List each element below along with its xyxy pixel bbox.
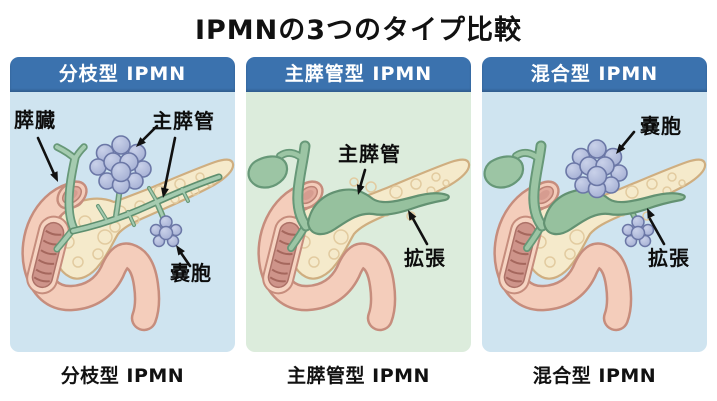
panel-main-duct-header: 主膵管型 IPMN <box>246 57 471 92</box>
panel-main-duct-illustration: 主膵管 拡張 <box>246 92 471 352</box>
caption-branch-type: 分枝型 IPMN <box>60 365 185 387</box>
duodenum-mucosa-window <box>26 215 70 295</box>
panel-branch-illustration: 膵臓 主膵管 嚢胞 <box>10 92 235 352</box>
panel-mixed-header: 混合型 IPMN <box>482 57 707 92</box>
captions-row: 分枝型 IPMN 主膵管型 IPMN 混合型 IPMN <box>10 361 707 388</box>
gallbladder <box>247 155 289 189</box>
label-dilation: 拡張 <box>648 246 690 270</box>
label-pancreas: 膵臓 <box>14 108 56 132</box>
duodenum <box>21 180 161 332</box>
pancreas-diagram-mixed <box>483 130 707 332</box>
pancreas-diagram-main-duct <box>247 140 471 332</box>
caption-main-duct-type: 主膵管型 IPMN <box>287 365 430 387</box>
panel-branch-header: 分枝型 IPMN <box>10 57 235 92</box>
cyst-cluster-small <box>621 215 655 248</box>
duodenum-mucosa-window <box>262 215 306 295</box>
page-title: IPMNの3つのタイプ比較 <box>194 15 523 46</box>
bile-duct <box>512 140 548 252</box>
label-cyst: 嚢胞 <box>170 261 212 285</box>
caption-mixed-type: 混合型 IPMN <box>532 365 657 387</box>
cyst-cluster-large <box>565 139 628 199</box>
panel-mixed-illustration: 嚢胞 拡張 <box>482 92 707 352</box>
cyst-cluster-small <box>149 215 183 248</box>
panel-branch-type: 分枝型 IPMN <box>10 57 235 352</box>
duodenum <box>493 180 633 332</box>
label-main-duct: 主膵管 <box>152 109 215 133</box>
panels-row: 分枝型 IPMN <box>10 57 707 352</box>
label-cyst: 嚢胞 <box>640 114 682 138</box>
cyst-cluster-large <box>89 135 152 195</box>
annotation-arrows <box>616 130 666 246</box>
gallbladder <box>483 155 525 189</box>
label-dilation: 拡張 <box>404 246 446 270</box>
panel-mixed-type: 混合型 IPMN <box>482 57 707 352</box>
panel-main-duct-type: 主膵管型 IPMN <box>246 57 471 352</box>
duodenum <box>257 180 397 332</box>
label-main-duct: 主膵管 <box>338 142 401 166</box>
bile-duct <box>276 140 312 252</box>
annotation-arrows <box>36 124 192 268</box>
annotation-arrows <box>356 168 429 246</box>
pancreas-diagram-branch <box>21 124 235 332</box>
